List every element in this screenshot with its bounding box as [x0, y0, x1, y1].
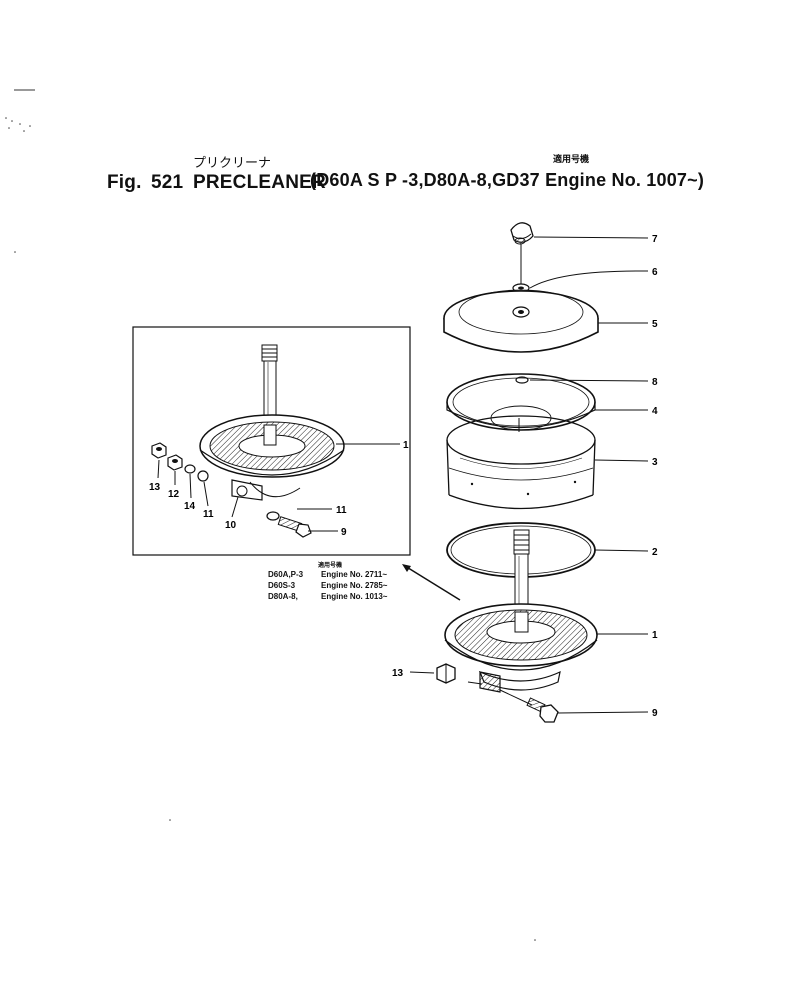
callout-label: 2 [652, 547, 658, 558]
inset-leaders [157, 443, 400, 532]
callout-label: 11 [336, 505, 347, 516]
part-9-bolt [499, 689, 559, 723]
inset-fan-assembly [199, 344, 345, 501]
inset-note-row-engine: Engine No. 2711~ [321, 570, 388, 579]
callout-label: 9 [652, 708, 658, 719]
reference-arrow [404, 565, 461, 601]
inset-note-row-engine: Engine No. 1013~ [321, 592, 388, 601]
fig-label: Fig. [107, 172, 142, 193]
callout-label: 3 [652, 457, 658, 468]
scan-marks [5, 89, 536, 941]
callout-label: 7 [652, 234, 658, 245]
main-leaders [409, 236, 649, 714]
part-1-fan-impeller [444, 529, 598, 691]
inset-frame [132, 326, 411, 556]
part-7-wing-nut [510, 222, 534, 284]
main-callouts: 7 6 5 8 4 3 2 1 13 9 [392, 234, 658, 719]
part-3-transparent-case [446, 415, 596, 510]
callout-label: 11 [203, 509, 214, 520]
part-bracket [467, 671, 501, 693]
callout-label: 13 [392, 668, 404, 679]
inset-note-row-model: D60A,P-3 [268, 570, 304, 579]
part-name: PRECLEANER [193, 172, 326, 193]
callout-label: 13 [149, 482, 161, 493]
part-8-seal [515, 376, 529, 384]
callout-label: 4 [652, 406, 658, 417]
callout-label: 10 [225, 520, 237, 531]
inset-applicable-label: 適用号機 [318, 563, 343, 569]
callout-label: 1 [403, 440, 409, 451]
callout-label: 1 [652, 630, 658, 641]
inset-hardware [151, 442, 312, 538]
part-5-cover [443, 289, 599, 353]
applicable-models: (D60A S P -3,D80A-8,GD37 Engine No. 1007… [310, 170, 705, 190]
callout-label: 14 [184, 501, 196, 512]
inset-note-row-model: D80A-8, [268, 592, 298, 601]
inset-callouts: 1 11 9 13 12 14 11 10 [149, 440, 409, 538]
callout-label: 6 [652, 267, 658, 278]
kana-title: プリクリーナ [193, 156, 272, 171]
callout-label: 9 [341, 527, 347, 538]
inset-note-row-engine: Engine No. 2785~ [321, 581, 388, 590]
callout-label: 5 [652, 319, 658, 330]
inset-note-row-model: D60S-3 [268, 581, 296, 590]
fig-number: 521 [151, 172, 184, 193]
applicable-label: 適用号機 [553, 154, 590, 164]
callout-label: 8 [652, 377, 658, 388]
callout-label: 12 [168, 489, 180, 500]
part-13-nut [436, 663, 456, 684]
